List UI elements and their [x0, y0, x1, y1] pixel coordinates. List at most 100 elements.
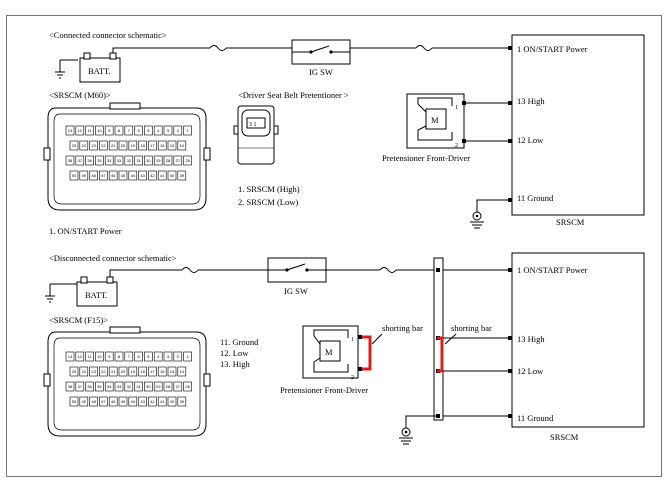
top-pretensioner-conn-title: <Driver Seat Belt Pretentioner >	[238, 90, 349, 100]
bottom-conn-pin-cell	[157, 366, 167, 377]
top-conn-pin-number: 6	[137, 128, 140, 133]
bottom-pt-terminal-2: 2	[351, 375, 354, 381]
bottom-conn-pin-cell	[157, 396, 167, 407]
top-conn-pin-number: 49	[82, 173, 87, 178]
bottom-shorting-bar-1-label: shorting bar	[382, 323, 423, 333]
bottom-conn-pin-cell	[128, 396, 138, 407]
top-conn-pin-number: 19	[131, 143, 136, 148]
bottom-conn-pin-cell	[163, 381, 173, 392]
bottom-conn-pin-cell	[177, 366, 187, 377]
bottom-pretensioner: M 1 2	[302, 325, 362, 381]
bottom-conn-pin-number: 28	[166, 384, 171, 389]
top-conn-pin-number: 2	[177, 128, 180, 133]
bottom-conn-pin-number: 48	[91, 399, 96, 404]
top-fuse-1-icon	[209, 45, 227, 51]
bottom-conn-pin-number: 14	[180, 369, 185, 374]
top-conn-pin-cell	[134, 155, 143, 166]
bottom-conn-pin-number: 38	[68, 384, 73, 389]
bottom-conn-pin-cell	[167, 396, 177, 407]
top-conn-pin-number: 39	[180, 173, 185, 178]
top-conn-pin-number: 8	[118, 128, 121, 133]
bottom-conn-pin-number: 9	[108, 354, 111, 359]
bottom-conn-pin-cell	[99, 396, 108, 407]
top-srscm-term-1: 1 ON/START Power	[517, 44, 588, 54]
bottom-conn-pin-cell	[144, 381, 153, 392]
top-conn-pin-cell	[95, 125, 104, 136]
outer-frame	[6, 15, 662, 477]
bottom-conn-pin-number: 22	[101, 369, 106, 374]
bottom-conn-pin-number: 29	[156, 384, 161, 389]
bottom-conn-pin-cell	[75, 381, 85, 392]
bottom-conn-pin-cell	[183, 351, 192, 362]
top-conn-pin-number: 16	[160, 143, 165, 148]
bottom-conn-pin-number: 33	[117, 384, 122, 389]
top-conn-pin-cell	[183, 125, 192, 136]
top-conn-pin-cell	[108, 170, 118, 181]
bottom-conn-pin-cell	[124, 381, 134, 392]
bottom-conn-pin-cell	[104, 351, 114, 362]
top-conn-pin-number: 13	[68, 128, 73, 133]
top-pretensioner-label: Pretensioner Front-Driver	[382, 153, 470, 163]
bottom-battery: BATT.	[76, 276, 118, 307]
bottom-pt-terminal-1: 1	[351, 337, 354, 343]
bottom-conn-pin-number: 1	[186, 354, 189, 359]
top-conn-pin-cell	[173, 155, 183, 166]
top-conn-pin-number: 3	[167, 128, 170, 133]
bottom-pin-list-12: 12. Low	[220, 348, 249, 358]
top-conn-pin-number: 32	[127, 158, 132, 163]
bottom-conn-pin-cell	[134, 381, 143, 392]
top-srscm-pin-1: 1. ON/START Power	[49, 226, 122, 236]
top-conn-pin-number: 26	[185, 158, 190, 163]
bottom-conn-pin-number: 49	[82, 399, 87, 404]
top-conn-pin-cell	[138, 170, 147, 181]
bottom-conn-pin-cell	[79, 366, 89, 377]
bottom-conn-pin-cell	[177, 396, 187, 407]
bottom-ground-left-icon	[45, 283, 78, 303]
top-conn-pin-cell	[108, 140, 118, 151]
top-pt-pin-2: 2. SRSCM (Low)	[238, 197, 298, 207]
top-conn-pin-number: 23	[91, 143, 96, 148]
top-conn-pin-cell	[79, 170, 89, 181]
top-conn-pin-number: 46	[111, 173, 116, 178]
bottom-title: <Disconnected connector schematic>	[49, 253, 177, 263]
top-conn-pin-cell	[128, 170, 138, 181]
bottom-conn-pin-number: 32	[127, 384, 132, 389]
top-conn-pin-cell	[167, 140, 177, 151]
top-conn-pin-number: 41	[160, 173, 165, 178]
bottom-conn-pin-cell	[108, 366, 118, 377]
bottom-conn-pin-cell	[173, 381, 183, 392]
top-conn-pin-cell	[148, 140, 157, 151]
bottom-conn-pin-cell	[95, 381, 104, 392]
bottom-conn-pin-cell	[167, 366, 177, 377]
top-conn-pin-cell	[95, 155, 104, 166]
bottom-conn-pin-number: 17	[150, 369, 155, 374]
bottom-conn-pin-number: 47	[101, 399, 106, 404]
bottom-conn-pin-number: 31	[136, 384, 141, 389]
top-conn-pin-number: 14	[180, 143, 185, 148]
bottom-conn-pin-number: 18	[140, 369, 145, 374]
top-conn-pin-cell	[163, 125, 173, 136]
top-srscm-term-13: 13 High	[517, 96, 545, 106]
top-conn-pin-number: 30	[146, 158, 151, 163]
top-conn-pin-cell	[157, 140, 167, 151]
top-conn-pin-number: 22	[101, 143, 106, 148]
bottom-pretensioner-label: Pretensioner Front-Driver	[280, 385, 368, 395]
top-conn-pin-cell	[114, 125, 124, 136]
bottom-conn-pin-number: 25	[72, 369, 77, 374]
bottom-conn-pin-number: 42	[150, 399, 155, 404]
bottom-shorting-bar-pretensioner	[362, 335, 372, 371]
top-conn-pin-cell	[89, 170, 98, 181]
top-conn-pin-cell	[124, 125, 134, 136]
top-conn-pin-cell	[85, 155, 94, 166]
top-conn-pin-cell	[65, 125, 75, 136]
bottom-conn-pin-number: 27	[176, 384, 181, 389]
bottom-conn-pin-number: 12	[78, 354, 83, 359]
bottom-motor-icon: M	[325, 347, 333, 357]
top-conn-pin-cell	[99, 170, 108, 181]
bottom-conn-pin-cell	[118, 366, 128, 377]
bottom-conn-pin-cell	[118, 396, 128, 407]
bottom-conn-pin-cell	[95, 351, 104, 362]
bottom-conn-pin-number: 34	[107, 384, 112, 389]
